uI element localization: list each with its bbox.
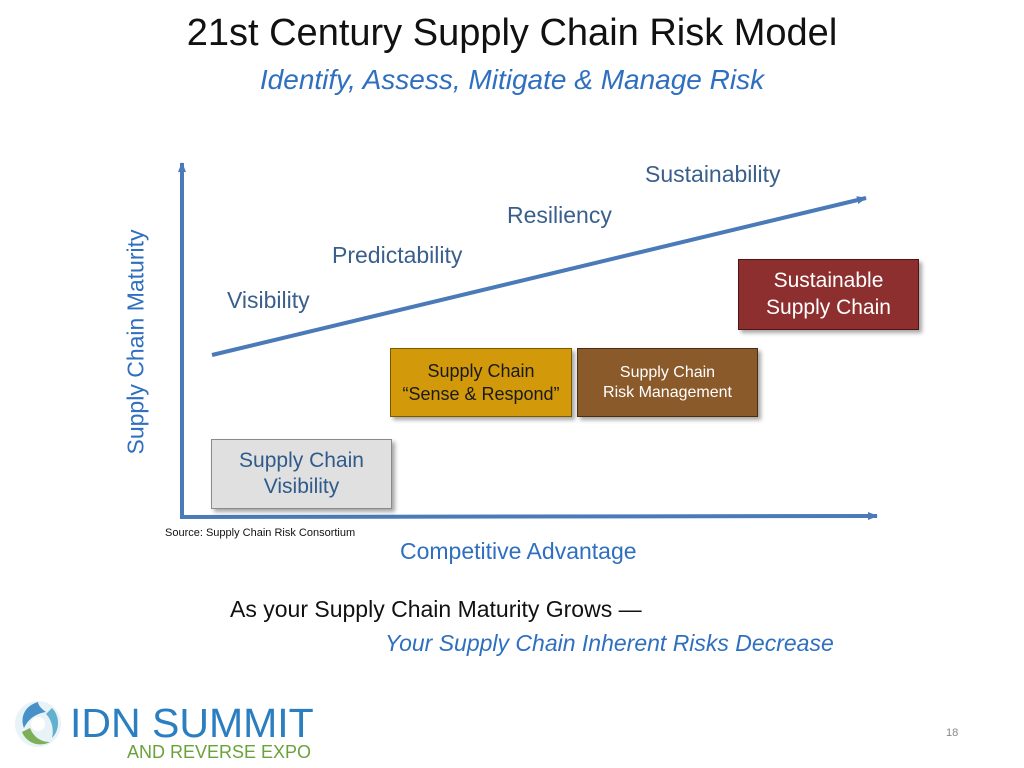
- level-visibility: Visibility: [227, 287, 310, 313]
- page-subtitle: Identify, Assess, Mitigate & Manage Risk: [259, 64, 765, 95]
- level-resiliency: Resiliency: [507, 202, 612, 228]
- box-sustainable-supply-chain: Sustainable Supply Chain: [738, 259, 919, 330]
- box-supply-chain-visibility: Supply Chain Visibility: [211, 439, 392, 509]
- box-line: Supply Chain: [766, 295, 891, 319]
- logo-swirl-icon: [15, 701, 61, 747]
- box-line: Supply Chain: [619, 363, 716, 381]
- maturity-trend-arrow: [211, 196, 867, 357]
- tagline-line1: As your Supply Chain Maturity Grows —: [230, 596, 642, 622]
- level-sustainability: Sustainability: [645, 161, 781, 187]
- box-line: Sustainable: [773, 269, 884, 293]
- page-number: 18: [946, 727, 959, 739]
- box-sense-and-respond: Supply Chain “Sense & Respond”: [390, 348, 572, 417]
- source-note: Source: Supply Chain Risk Consortium: [165, 527, 356, 539]
- box-line: Risk Management: [603, 383, 732, 401]
- logo-subtitle: AND REVERSE EXPO: [127, 742, 312, 762]
- box-line: Supply Chain: [427, 361, 535, 381]
- page-title: 21st Century Supply Chain Risk Model: [186, 12, 838, 54]
- level-predictability: Predictability: [332, 242, 463, 268]
- box-line: Supply Chain: [239, 448, 364, 472]
- x-axis-label: Competitive Advantage: [400, 538, 637, 564]
- box-line: “Sense & Respond”: [402, 383, 560, 404]
- x-axis-arrow: [179, 512, 878, 521]
- box-line: Visibility: [263, 475, 340, 498]
- logo-wordmark: IDN SUMMIT: [70, 700, 314, 746]
- tagline-line2: Your Supply Chain Inherent Risks Decreas…: [385, 630, 834, 656]
- box-risk-management: Supply Chain Risk Management: [577, 348, 758, 417]
